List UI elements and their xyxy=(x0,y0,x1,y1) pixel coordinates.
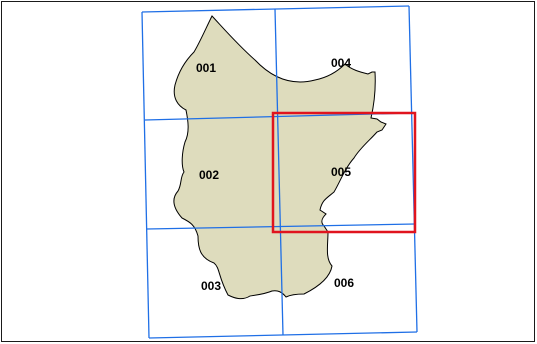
tile-label-004[interactable]: 004 xyxy=(331,56,351,70)
tile-label-006[interactable]: 006 xyxy=(334,276,354,290)
tile-label-003[interactable]: 003 xyxy=(201,279,221,293)
grid-line xyxy=(146,223,416,230)
grid-line xyxy=(141,11,150,339)
grid-line xyxy=(408,5,418,333)
tile-label-001[interactable]: 001 xyxy=(196,61,216,75)
tile-label-005[interactable]: 005 xyxy=(331,165,351,179)
grid-line xyxy=(274,8,284,336)
region-shape[interactable] xyxy=(173,15,387,300)
tile-label-002[interactable]: 002 xyxy=(199,168,219,182)
selected-tile-highlight[interactable] xyxy=(271,111,417,234)
